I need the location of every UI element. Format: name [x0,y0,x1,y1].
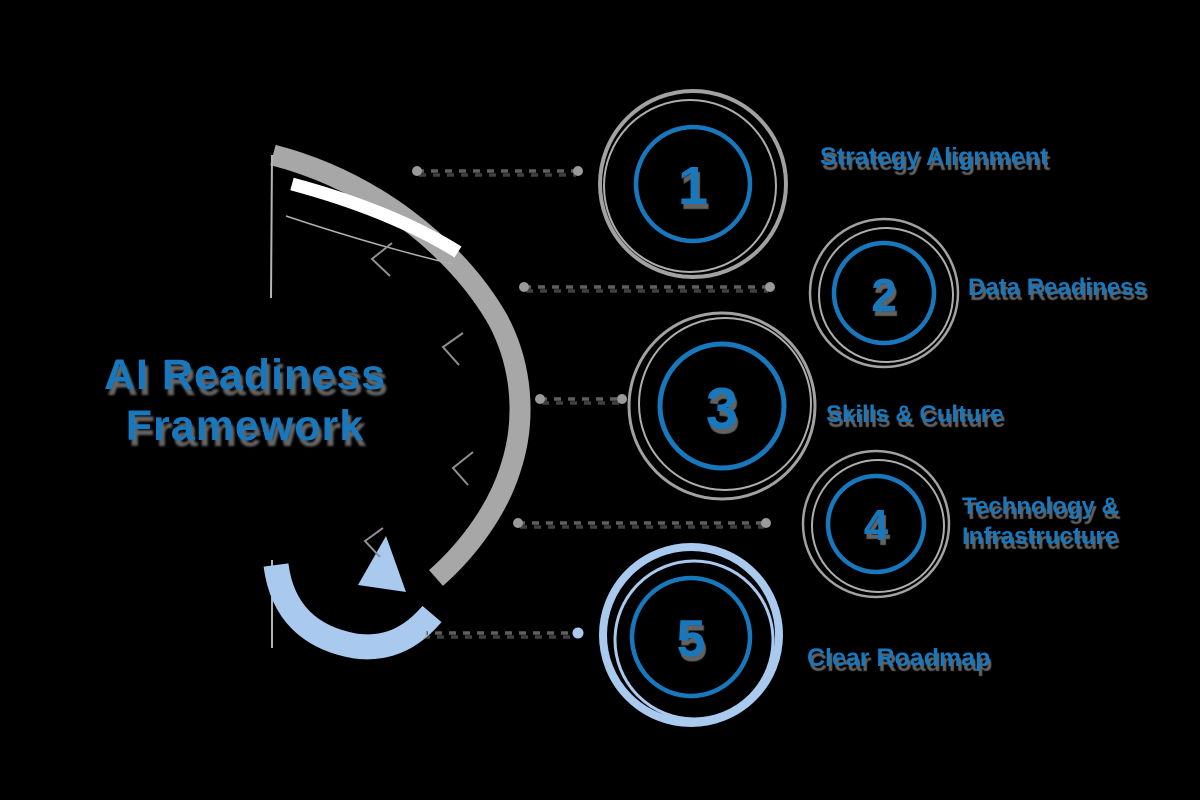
step-4-outer-ring-inner [811,459,945,593]
process-arc-white-highlight [290,177,462,258]
step-1-circle [633,124,753,244]
segment-arrow-4 [363,527,384,558]
step-3-number: 3 [705,376,739,442]
step-2-outer-ring-inner [818,227,954,363]
step-1-label: Strategy Alignment [820,143,1049,171]
step-3-outer-ring-inner [638,317,812,491]
segment-arrow-1 [370,242,393,277]
step-5-circle [629,575,753,699]
connector-2-end-dot [765,282,775,292]
step-4-label: Technology & Infrastructure [962,493,1119,550]
step-5-label: Clear Roadmap [807,644,991,672]
diagram-title-line1: AI Readiness [103,351,387,399]
connector-1-end-dot [573,166,583,176]
step-3-label: Skills & Culture [826,401,1004,428]
connector-5-end-dot [572,627,584,639]
step-1-outer-ring [598,89,788,279]
diagram-title-line2: Framework [125,401,365,450]
connector-4-start-dot [513,518,523,528]
connector-5-start-dot [415,627,427,639]
step-1-number: 1 [677,156,709,216]
step-2-outer-ring [808,217,960,369]
diagram-title: AI Readiness Framework [95,350,395,451]
step-5-outer-ring-inner [613,559,775,721]
connector-3-start-dot [535,394,545,404]
connector-3-end-dot [617,394,627,404]
segment-arrow-3 [451,451,474,486]
process-arc-blue-band [263,563,442,660]
step-3-circle [657,341,787,471]
step-4-circle [825,473,927,575]
step-2-circle [831,240,937,346]
step-5-number: 5 [676,610,706,668]
segment-arrow-2 [441,332,464,366]
step-2-label: Data Readiness [968,274,1147,301]
blue-segment-arrowhead [358,536,406,592]
process-arc-grey-band [270,144,531,586]
process-arc-highlight-outline [285,215,453,265]
connector-2-start-dot [519,282,529,292]
connector-4-end-dot [761,518,771,528]
step-4-outer-ring [801,449,951,599]
step-1-outer-ring-inner [603,99,777,273]
step-2-number: 2 [871,269,897,321]
step-5-outer-ring [599,543,783,727]
step-4-number: 4 [863,501,889,550]
step-3-outer-ring [627,311,817,501]
connector-1-start-dot [412,166,422,176]
arc-start-flick [270,154,273,299]
